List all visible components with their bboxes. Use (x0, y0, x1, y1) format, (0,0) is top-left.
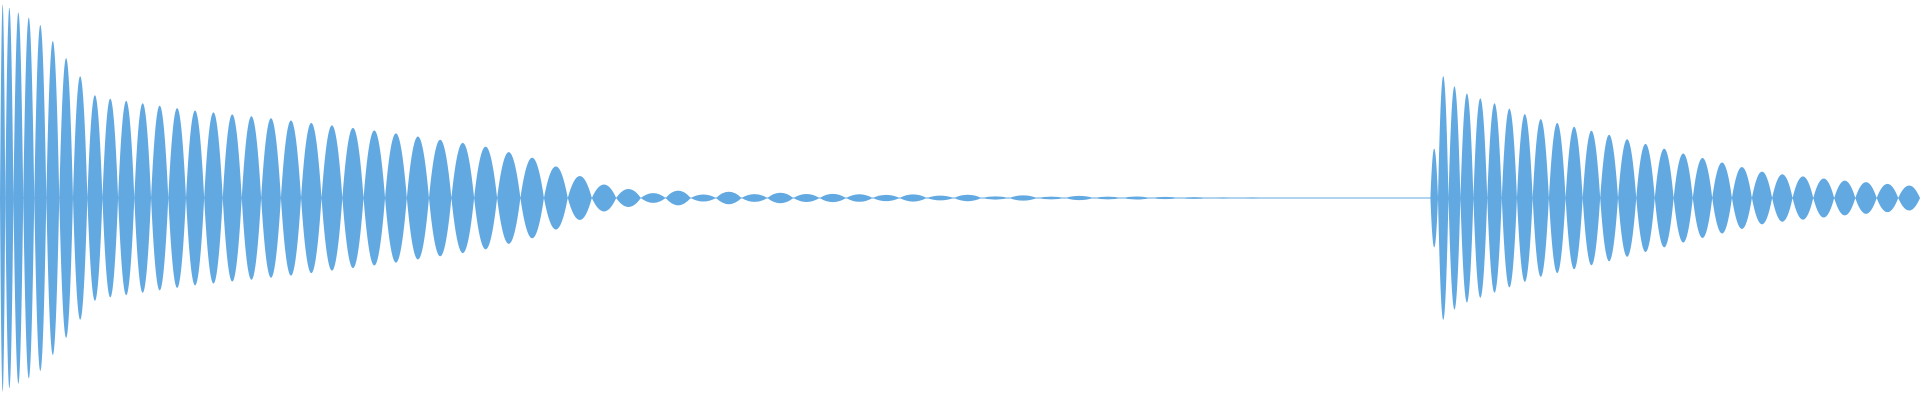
waveform-lobe (1673, 153, 1693, 243)
waveform-lobe (1898, 185, 1920, 211)
waveform-lobe (1834, 180, 1856, 216)
waveform-lobe (1009, 195, 1038, 201)
waveform-lobe (981, 196, 1010, 200)
waveform-lobe (280, 120, 302, 276)
waveform-lobe (1636, 143, 1655, 253)
waveform-lobe (567, 175, 592, 221)
waveform-lobe (1121, 196, 1151, 200)
waveform-lobe (1751, 171, 1773, 225)
waveform-lobe (591, 184, 617, 212)
waveform-lobe (1037, 196, 1066, 200)
waveform-lobe (793, 194, 820, 202)
waveform-lobe (428, 139, 452, 257)
waveform-lobe (222, 114, 242, 282)
waveform-lobe (665, 190, 691, 206)
waveform-lobe (846, 194, 873, 202)
waveform-lobe (0, 4, 6, 392)
waveform-lobe (954, 194, 982, 202)
waveform-lobe (118, 100, 135, 296)
waveform-lobe (1792, 176, 1814, 220)
waveform-lobe (1516, 114, 1533, 282)
waveform-lobe (1065, 195, 1094, 201)
waveform-lobe (1712, 162, 1732, 234)
waveform-lobe (716, 191, 742, 205)
waveform-lobe (23, 17, 35, 379)
waveform-lobe (474, 146, 498, 250)
waveform-lobe (451, 142, 475, 254)
waveform-lobe (34, 24, 47, 372)
waveform-lobe (1731, 167, 1752, 229)
waveform-lobe (926, 195, 954, 201)
waveform-lobe (406, 136, 429, 260)
waveform-group (0, 4, 1920, 392)
waveform-lobe (301, 122, 322, 274)
waveform-lobe (899, 194, 927, 202)
waveform-lobe (1600, 134, 1619, 262)
waveform-lobe (640, 193, 666, 203)
waveform-lobe (204, 112, 223, 284)
waveform-lobe (819, 193, 847, 203)
waveform-lobe (87, 95, 103, 301)
waveform-lobe (1237, 197, 1268, 199)
waveform-lobe (185, 110, 205, 286)
waveform-lobe (1855, 182, 1877, 214)
waveform-lobe (321, 125, 343, 271)
waveform-lobe (72, 76, 88, 320)
waveform-lobe (1430, 148, 1438, 248)
waveform-lobe (767, 192, 794, 204)
waveform-lobe (741, 194, 768, 202)
waveform-lobe (241, 116, 262, 280)
waveform-lobe (1876, 183, 1899, 213)
waveform-lobe (1654, 148, 1674, 248)
waveform-lobe (616, 189, 641, 207)
waveform-lobe (168, 108, 186, 288)
waveform-lobe (5, 7, 14, 389)
waveform-lobe (261, 118, 281, 278)
waveform-lobe (1150, 196, 1180, 200)
waveform-lobe (1473, 98, 1488, 298)
waveform-lobe (497, 152, 521, 244)
waveform-lobe (690, 194, 717, 202)
waveform-lobe (1813, 178, 1835, 218)
waveform-lobe (1179, 197, 1209, 199)
waveform-lobe (151, 105, 169, 291)
waveform-lobe (1565, 126, 1583, 270)
waveform-lobe (1582, 130, 1601, 266)
waveform-lobe (543, 166, 568, 230)
waveform-lobe (134, 103, 152, 293)
waveform-lobe (520, 157, 544, 239)
waveform-lobe (342, 127, 364, 269)
waveform-lobe (102, 98, 119, 298)
waveform-lobe (872, 194, 900, 202)
waveform-lobe (13, 12, 24, 384)
waveform-lobe (385, 133, 407, 263)
waveform-lobe (1618, 139, 1637, 257)
waveform-lobe (46, 41, 60, 355)
waveform-lobe (1692, 158, 1713, 238)
waveform-lobe (1532, 119, 1549, 277)
waveform-lobe (59, 58, 73, 338)
waveform-lobe (1548, 122, 1566, 274)
waveform-lobe (1448, 86, 1461, 310)
waveform-lobe (1460, 93, 1474, 303)
waveform-lobe (363, 130, 386, 266)
waveform-lobe (1501, 108, 1517, 288)
waveform-lobe (1487, 103, 1502, 293)
waveform-lobe (1438, 76, 1449, 320)
waveform-lobe (1772, 174, 1793, 222)
waveform-lobe (1208, 197, 1238, 199)
waveform-lobe (1093, 196, 1122, 200)
